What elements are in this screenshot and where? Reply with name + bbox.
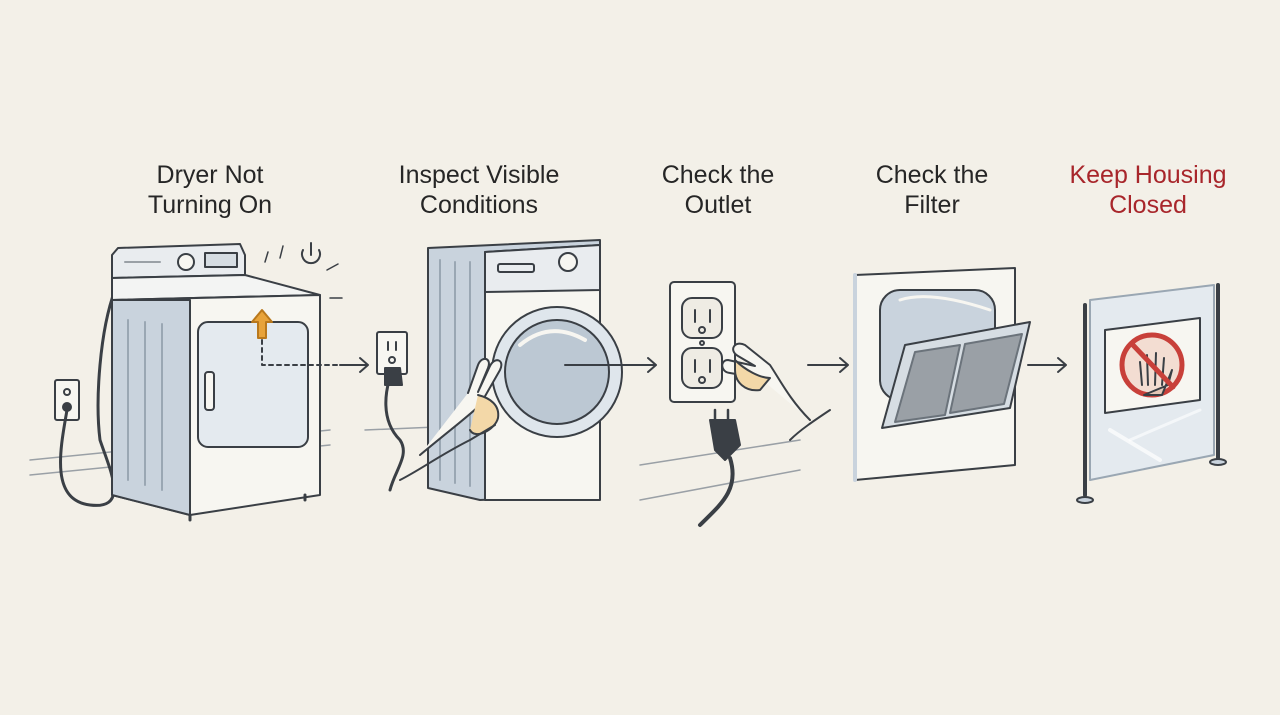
step-2-title: Inspect Visible Conditions — [398, 161, 560, 219]
arrow-1-2 — [339, 357, 369, 373]
power-icon — [264, 242, 343, 299]
arrow-3-4 — [807, 357, 849, 373]
wall-outlet-icon — [54, 379, 80, 421]
up-arrow-icon — [251, 309, 273, 339]
step-3-title: Check the Outlet — [661, 161, 775, 219]
arrow-2-3 — [599, 357, 657, 373]
no-touch-icon — [1119, 332, 1185, 398]
outlet-illustration — [639, 281, 831, 527]
sign-illustration — [1076, 283, 1227, 504]
arrow-4-5 — [1027, 357, 1067, 373]
dryer-illustration — [29, 242, 343, 522]
plug-icon — [698, 408, 741, 527]
step-4-title: Check the Filter — [875, 161, 989, 219]
inspect-illustration — [364, 239, 641, 501]
step-1-title: Dryer Not Turning On — [147, 161, 273, 219]
step-5-title: Keep Housing Closed — [1069, 161, 1227, 219]
filter-illustration — [853, 267, 1031, 482]
